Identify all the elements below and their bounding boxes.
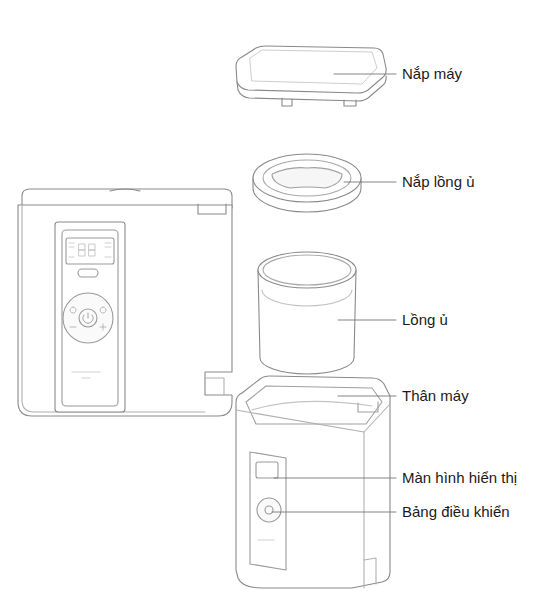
incubation-pot (258, 252, 356, 374)
part-label: Nắp lồng ủ (401, 172, 476, 192)
part-label: Lồng ủ (401, 310, 449, 330)
machine-body (236, 376, 390, 588)
part-label: Màn hình hiển thị (401, 468, 518, 488)
part-label: Bảng điều khiển (401, 502, 511, 522)
leader-lines (272, 74, 396, 512)
pot-lid (253, 154, 361, 212)
part-label: Thân máy (401, 386, 470, 406)
machine-lid (236, 46, 386, 106)
assembled-machine (18, 189, 232, 416)
part-label: Nắp máy (401, 64, 463, 84)
